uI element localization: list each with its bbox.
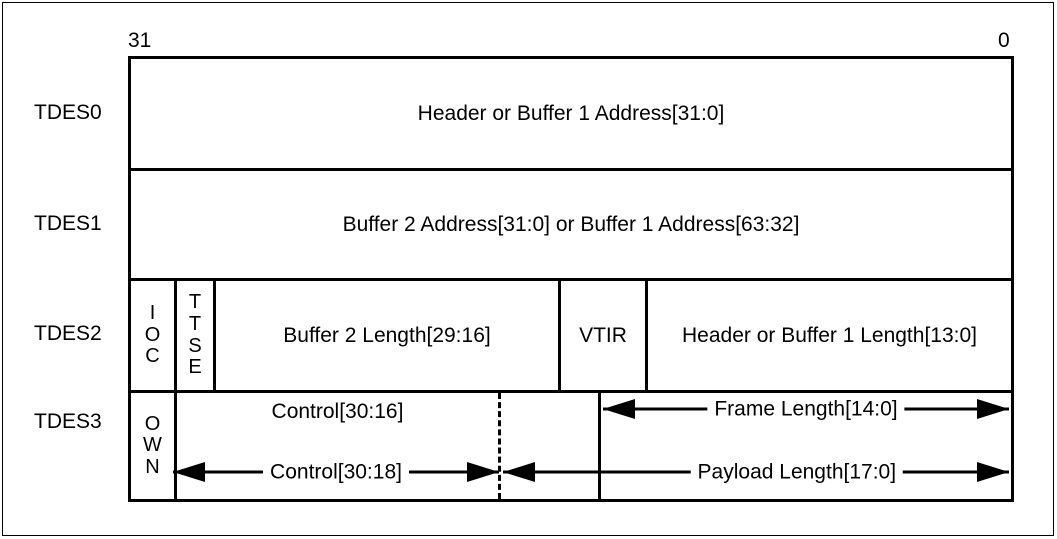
ttse-letter-4: E <box>188 356 202 379</box>
cell-tdes2-ttse: T T S E <box>177 281 213 390</box>
arrow-payload-length: Payload Length[17:0] <box>501 459 1011 485</box>
ioc-letter-1: I <box>149 302 156 325</box>
divider-ioc-ttse <box>174 281 177 390</box>
payload-length-label: Payload Length[17:0] <box>690 461 904 483</box>
row-label-tdes2: TDES2 <box>34 322 102 345</box>
descriptor-table: Header or Buffer 1 Address[31:0] Buffer … <box>128 56 1014 502</box>
arrow-frame-length: Frame Length[14:0] <box>601 396 1011 422</box>
cell-tdes0-address: Header or Buffer 1 Address[31:0] <box>417 101 725 125</box>
row-label-tdes1: TDES1 <box>34 212 102 235</box>
divider-buffer2length-vtir <box>558 281 561 390</box>
ioc-letter-2: O <box>144 323 161 346</box>
cell-tdes3-control-30-16: Control[30:16] <box>271 400 404 423</box>
bit-index-lsb-label: 0 <box>998 29 1010 52</box>
ioc-letter-3: C <box>145 345 160 368</box>
divider-control-framelength <box>598 393 601 499</box>
cell-tdes2-ioc: I O C <box>131 281 174 390</box>
divider-own-control <box>174 393 177 499</box>
bit-index-msb-label: 31 <box>128 29 152 52</box>
ttse-letter-3: S <box>188 334 202 357</box>
control-30-18-label: Control[30:18] <box>263 461 409 483</box>
own-letter-2: W <box>143 434 162 457</box>
cell-tdes2-buffer2-length: Buffer 2 Length[29:16] <box>283 323 491 347</box>
ttse-letter-1: T <box>188 291 202 314</box>
divider-vtir-header1length <box>645 281 648 390</box>
row-label-tdes3: TDES3 <box>34 410 102 433</box>
row-separator-tdes0-tdes1 <box>131 168 1011 171</box>
own-letter-3: N <box>145 455 160 478</box>
ttse-letter-2: T <box>188 312 202 335</box>
arrow-control-30-18: Control[30:18] <box>171 459 501 485</box>
frame-length-label: Frame Length[14:0] <box>707 398 905 420</box>
cell-tdes2-header-buffer1-length: Header or Buffer 1 Length[13:0] <box>682 323 977 347</box>
cell-tdes2-vtir: VTIR <box>579 323 627 347</box>
cell-tdes1-address: Buffer 2 Address[31:0] or Buffer 1 Addre… <box>342 212 800 236</box>
divider-ttse-buffer2length <box>213 281 216 390</box>
cell-tdes3-own: O W N <box>131 393 174 499</box>
row-label-tdes0: TDES0 <box>34 101 102 124</box>
divider-dashed-control-split <box>498 393 501 499</box>
own-letter-1: O <box>144 412 161 435</box>
row-separator-tdes2-tdes3 <box>131 390 1011 393</box>
row-separator-tdes1-tdes2 <box>131 278 1011 281</box>
